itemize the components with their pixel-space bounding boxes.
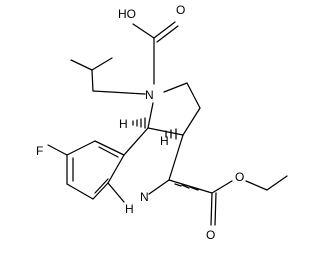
atom-label-n-ring: N: [145, 88, 154, 102]
bond-tbu-n: [92, 90, 146, 95]
bond-tbu-c1: [70, 59, 93, 71]
bond-tbu-c3: [91, 69, 94, 92]
bond-ch2-c3a: [182, 107, 201, 136]
bond-ch2-ch3: [266, 175, 288, 191]
atom-label-o-ester-single: O: [235, 170, 244, 184]
atom-label-fluorine: F: [36, 144, 43, 158]
bond-ester-o-double-2: [214, 192, 217, 226]
atom-label-ho: HO: [118, 7, 136, 21]
hash-bond-c4-3: [189, 186, 199, 191]
bond-arom-inner-1: [98, 146, 119, 158]
bond-ch2-ch2: [186, 82, 201, 109]
bond-c9b-c9a: [123, 127, 149, 156]
bonds: [47, 21, 288, 226]
bond-c-oh: [132, 23, 155, 39]
atom-label-o-carbonyl: O: [176, 3, 185, 17]
atom-label-o-ester-double: O: [206, 228, 215, 242]
atom-label-h-top: H: [119, 117, 128, 131]
bond-c9b-n: [147, 102, 154, 129]
bond-c5a-c9a: [107, 154, 125, 184]
bond-c8-f: [47, 144, 68, 156]
atom-label-h-mid: H: [160, 134, 169, 148]
atom-label-n-amine: N: [140, 190, 149, 204]
bond-c6-c5a: [92, 182, 109, 200]
hash-bond-c4-1: [174, 183, 182, 187]
bond-c9-c8: [66, 140, 96, 156]
bond-n-ch2: [163, 82, 188, 93]
bond-nh-c5a: [107, 182, 125, 203]
bond-c7-c6: [66, 183, 94, 200]
atom-label-h-amine: H: [125, 202, 134, 216]
bond-tbu-c2: [91, 57, 113, 71]
bond-ester-o-double-1: [210, 192, 213, 226]
hash-bond-c4-2: [181, 184, 190, 189]
bond-c-o-double-1: [153, 21, 176, 39]
bond-o-ch2: [245, 180, 268, 191]
bond-c9a-c9: [94, 140, 125, 156]
bond-arom-inner-3: [94, 178, 109, 194]
bond-ester-o-single: [211, 180, 233, 194]
bond-c-o-double-2: [156, 25, 179, 43]
bond-c4-ester: [168, 179, 213, 194]
bond-c4-nh: [148, 179, 170, 195]
atom-labels: HO O N F H H N H O O: [36, 3, 244, 242]
bond-c3a-c4: [168, 134, 184, 181]
